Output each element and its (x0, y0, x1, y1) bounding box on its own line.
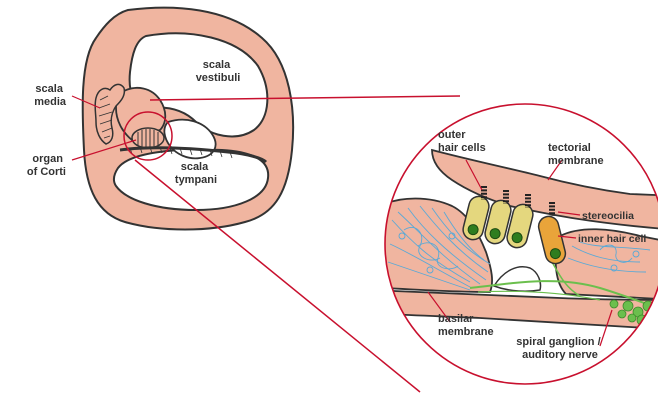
label-stereocilia: stereocilia (582, 210, 634, 222)
cochlea-section-icon (83, 8, 293, 230)
label-spiral-ganglion: spiral ganglion / auditory nerve (516, 336, 603, 361)
label-organ-of-corti: organ of Corti (27, 153, 66, 178)
label-inner-hair-cell: inner hair cell (578, 233, 646, 245)
organ-of-corti-blob (132, 128, 164, 148)
label-scala-media: scala media (34, 83, 67, 108)
label-scala-tympani: scala tympani (175, 161, 217, 186)
